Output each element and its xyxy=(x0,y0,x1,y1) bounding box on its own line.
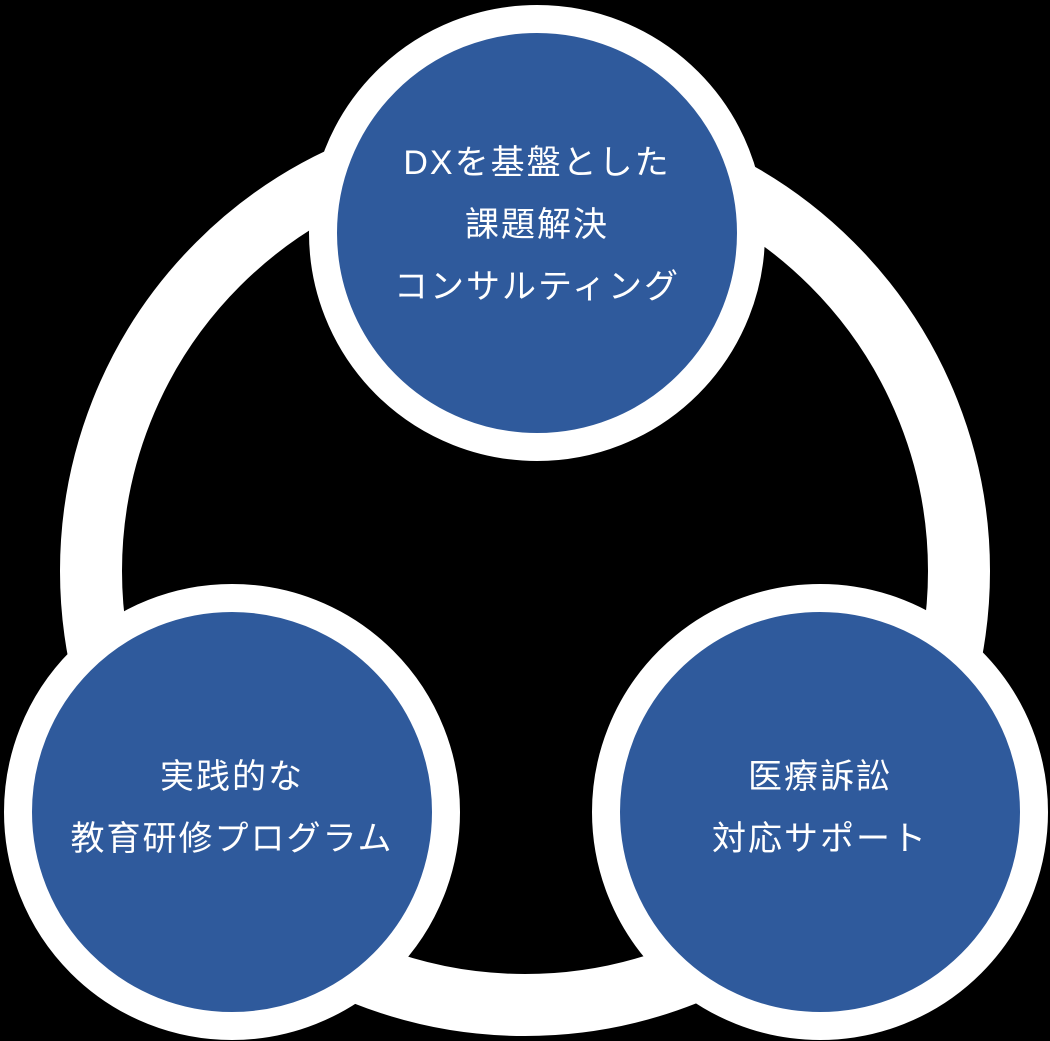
circle-top xyxy=(309,5,765,461)
circle-bottom-right xyxy=(592,584,1048,1040)
circle-bottom-left xyxy=(4,584,460,1040)
